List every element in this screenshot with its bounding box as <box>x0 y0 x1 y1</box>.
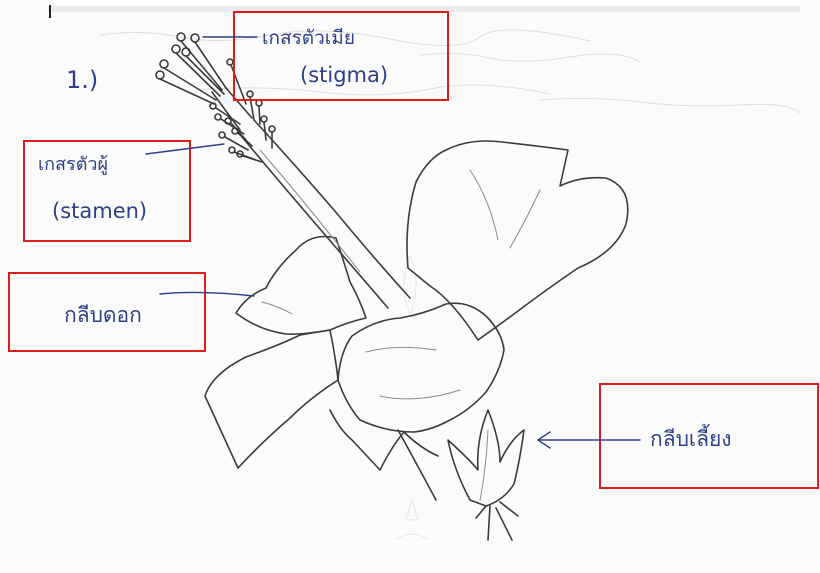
hibiscus-flower <box>156 33 628 540</box>
label-stamen-english: (stamen) <box>52 199 147 223</box>
watermark <box>396 255 428 540</box>
petal-left <box>205 330 338 468</box>
label-stamen-pointer <box>146 144 224 154</box>
petal-lower <box>330 410 404 470</box>
stamens <box>210 59 275 162</box>
label-sepal: กลีบเลี้ยง <box>538 384 818 488</box>
petal-upper-left <box>236 237 366 335</box>
staminal-column <box>238 132 388 308</box>
petal-front <box>338 303 504 432</box>
petal-right <box>407 141 628 340</box>
label-petal: กลีบดอก <box>9 273 254 351</box>
label-sepal-thai: กลีบเลี้ยง <box>650 424 732 451</box>
label-stigma-thai: เกสรตัวเมีย <box>262 27 355 49</box>
label-petal-pointer <box>160 292 254 296</box>
label-stigma-english: (stigma) <box>300 63 388 87</box>
label-stamen: เกสรตัวผู้ (stamen) <box>24 141 224 241</box>
figure-number: 1.) <box>66 66 98 94</box>
flower-stalk <box>398 430 436 500</box>
label-stamen-thai: เกสรตัวผู้ <box>38 154 108 175</box>
label-petal-thai: กลีบดอก <box>64 303 142 327</box>
